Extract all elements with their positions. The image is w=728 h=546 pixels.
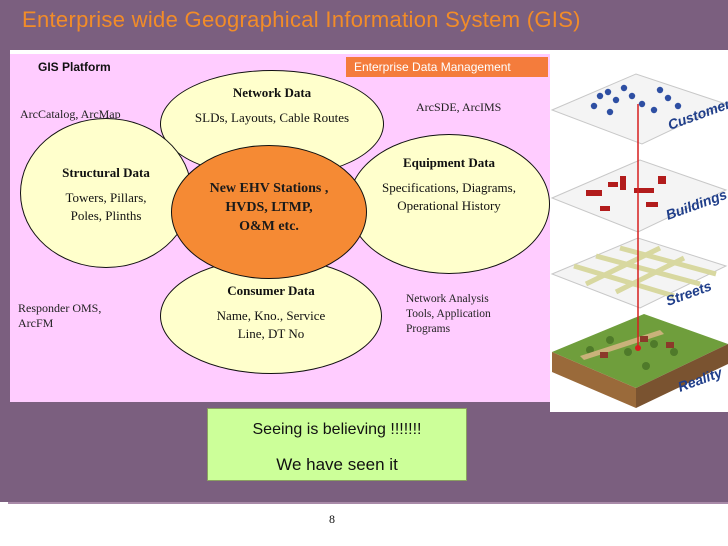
reality-houses — [600, 336, 674, 358]
consumer-data-text: Name, Kno., Service Line, DT No — [161, 307, 381, 343]
network-analysis-label: Network Analysis Tools, Application Prog… — [406, 292, 491, 337]
projection-point-icon — [635, 345, 641, 351]
streets-layer-plane — [550, 237, 728, 309]
gis-layers-graphic: Customers Buildings Streets — [550, 73, 728, 408]
responder-label-line: Responder OMS, — [18, 301, 102, 315]
reality-layer-top — [552, 314, 728, 388]
center-ellipse-line: O&M etc. — [239, 219, 299, 234]
callout-line-1: Seeing is believing !!!!!!! — [252, 421, 422, 438]
structural-data-ellipse: Structural Data Towers, Pillars, Poles, … — [20, 118, 192, 268]
reality-layer-side-right — [636, 344, 728, 408]
building-shapes — [586, 176, 666, 211]
reality-trees — [586, 336, 678, 370]
center-ellipse-text: New EHV Stations , HVDS, LTMP, O&M etc. — [172, 179, 366, 236]
structural-data-text: Towers, Pillars, Poles, Plinths — [21, 189, 191, 225]
customer-pins — [590, 84, 682, 116]
center-ellipse-line: New EHV Stations , — [209, 181, 329, 196]
network-analysis-label-line: Tools, Application — [406, 308, 491, 320]
structural-data-line: Poles, Plinths — [70, 208, 142, 223]
equipment-data-line: Specifications, Diagrams, — [382, 180, 516, 195]
enterprise-data-management-label: Enterprise Data Management — [346, 57, 548, 77]
gis-layers-illustration: Customers Buildings Streets — [550, 52, 728, 412]
reality-layer-side-left — [552, 352, 636, 408]
customers-layer-plane — [550, 73, 728, 145]
title-bar: Enterprise wide Geographical Information… — [0, 0, 728, 50]
equipment-data-ellipse: Equipment Data Specifications, Diagrams,… — [348, 134, 550, 274]
seeing-is-believing-callout: Seeing is believing !!!!!!! We have seen… — [207, 408, 467, 481]
structural-data-line: Towers, Pillars, — [65, 190, 147, 205]
network-data-ellipse: Network Data SLDs, Layouts, Cable Routes — [160, 70, 384, 178]
network-data-heading: Network Data — [232, 85, 312, 100]
center-ellipse: New EHV Stations , HVDS, LTMP, O&M etc. — [171, 145, 367, 279]
equipment-data-line: Operational History — [397, 198, 501, 213]
consumer-data-line: Line, DT No — [237, 326, 305, 341]
network-data-text: SLDs, Layouts, Cable Routes — [194, 110, 350, 125]
network-analysis-label-line: Network Analysis — [406, 293, 489, 305]
buildings-layer-plane — [550, 159, 728, 233]
consumer-data-line: Name, Kno., Service — [216, 308, 326, 323]
footer-divider — [8, 502, 728, 504]
responder-label-line: ArcFM — [18, 316, 54, 330]
responder-label: Responder OMS, ArcFM — [18, 301, 101, 331]
page-title: Enterprise wide Geographical Information… — [22, 7, 581, 32]
network-analysis-label-line: Programs — [406, 323, 451, 335]
callout-line-2: We have seen it — [276, 455, 398, 474]
arcsde-label: ArcSDE, ArcIMS — [416, 100, 502, 114]
equipment-data-text: Specifications, Diagrams, Operational Hi… — [349, 179, 549, 215]
structural-data-heading: Structural Data — [62, 165, 150, 180]
arccatalog-label: ArcCatalog, ArcMap — [20, 107, 121, 121]
left-border-strip — [0, 50, 10, 405]
center-ellipse-line: HVDS, LTMP, — [225, 200, 313, 215]
equipment-data-heading: Equipment Data — [402, 155, 496, 170]
gis-platform-label: GIS Platform — [38, 60, 111, 74]
street-lines — [573, 245, 717, 299]
page-number: 8 — [329, 512, 335, 526]
consumer-data-heading: Consumer Data — [227, 283, 315, 298]
